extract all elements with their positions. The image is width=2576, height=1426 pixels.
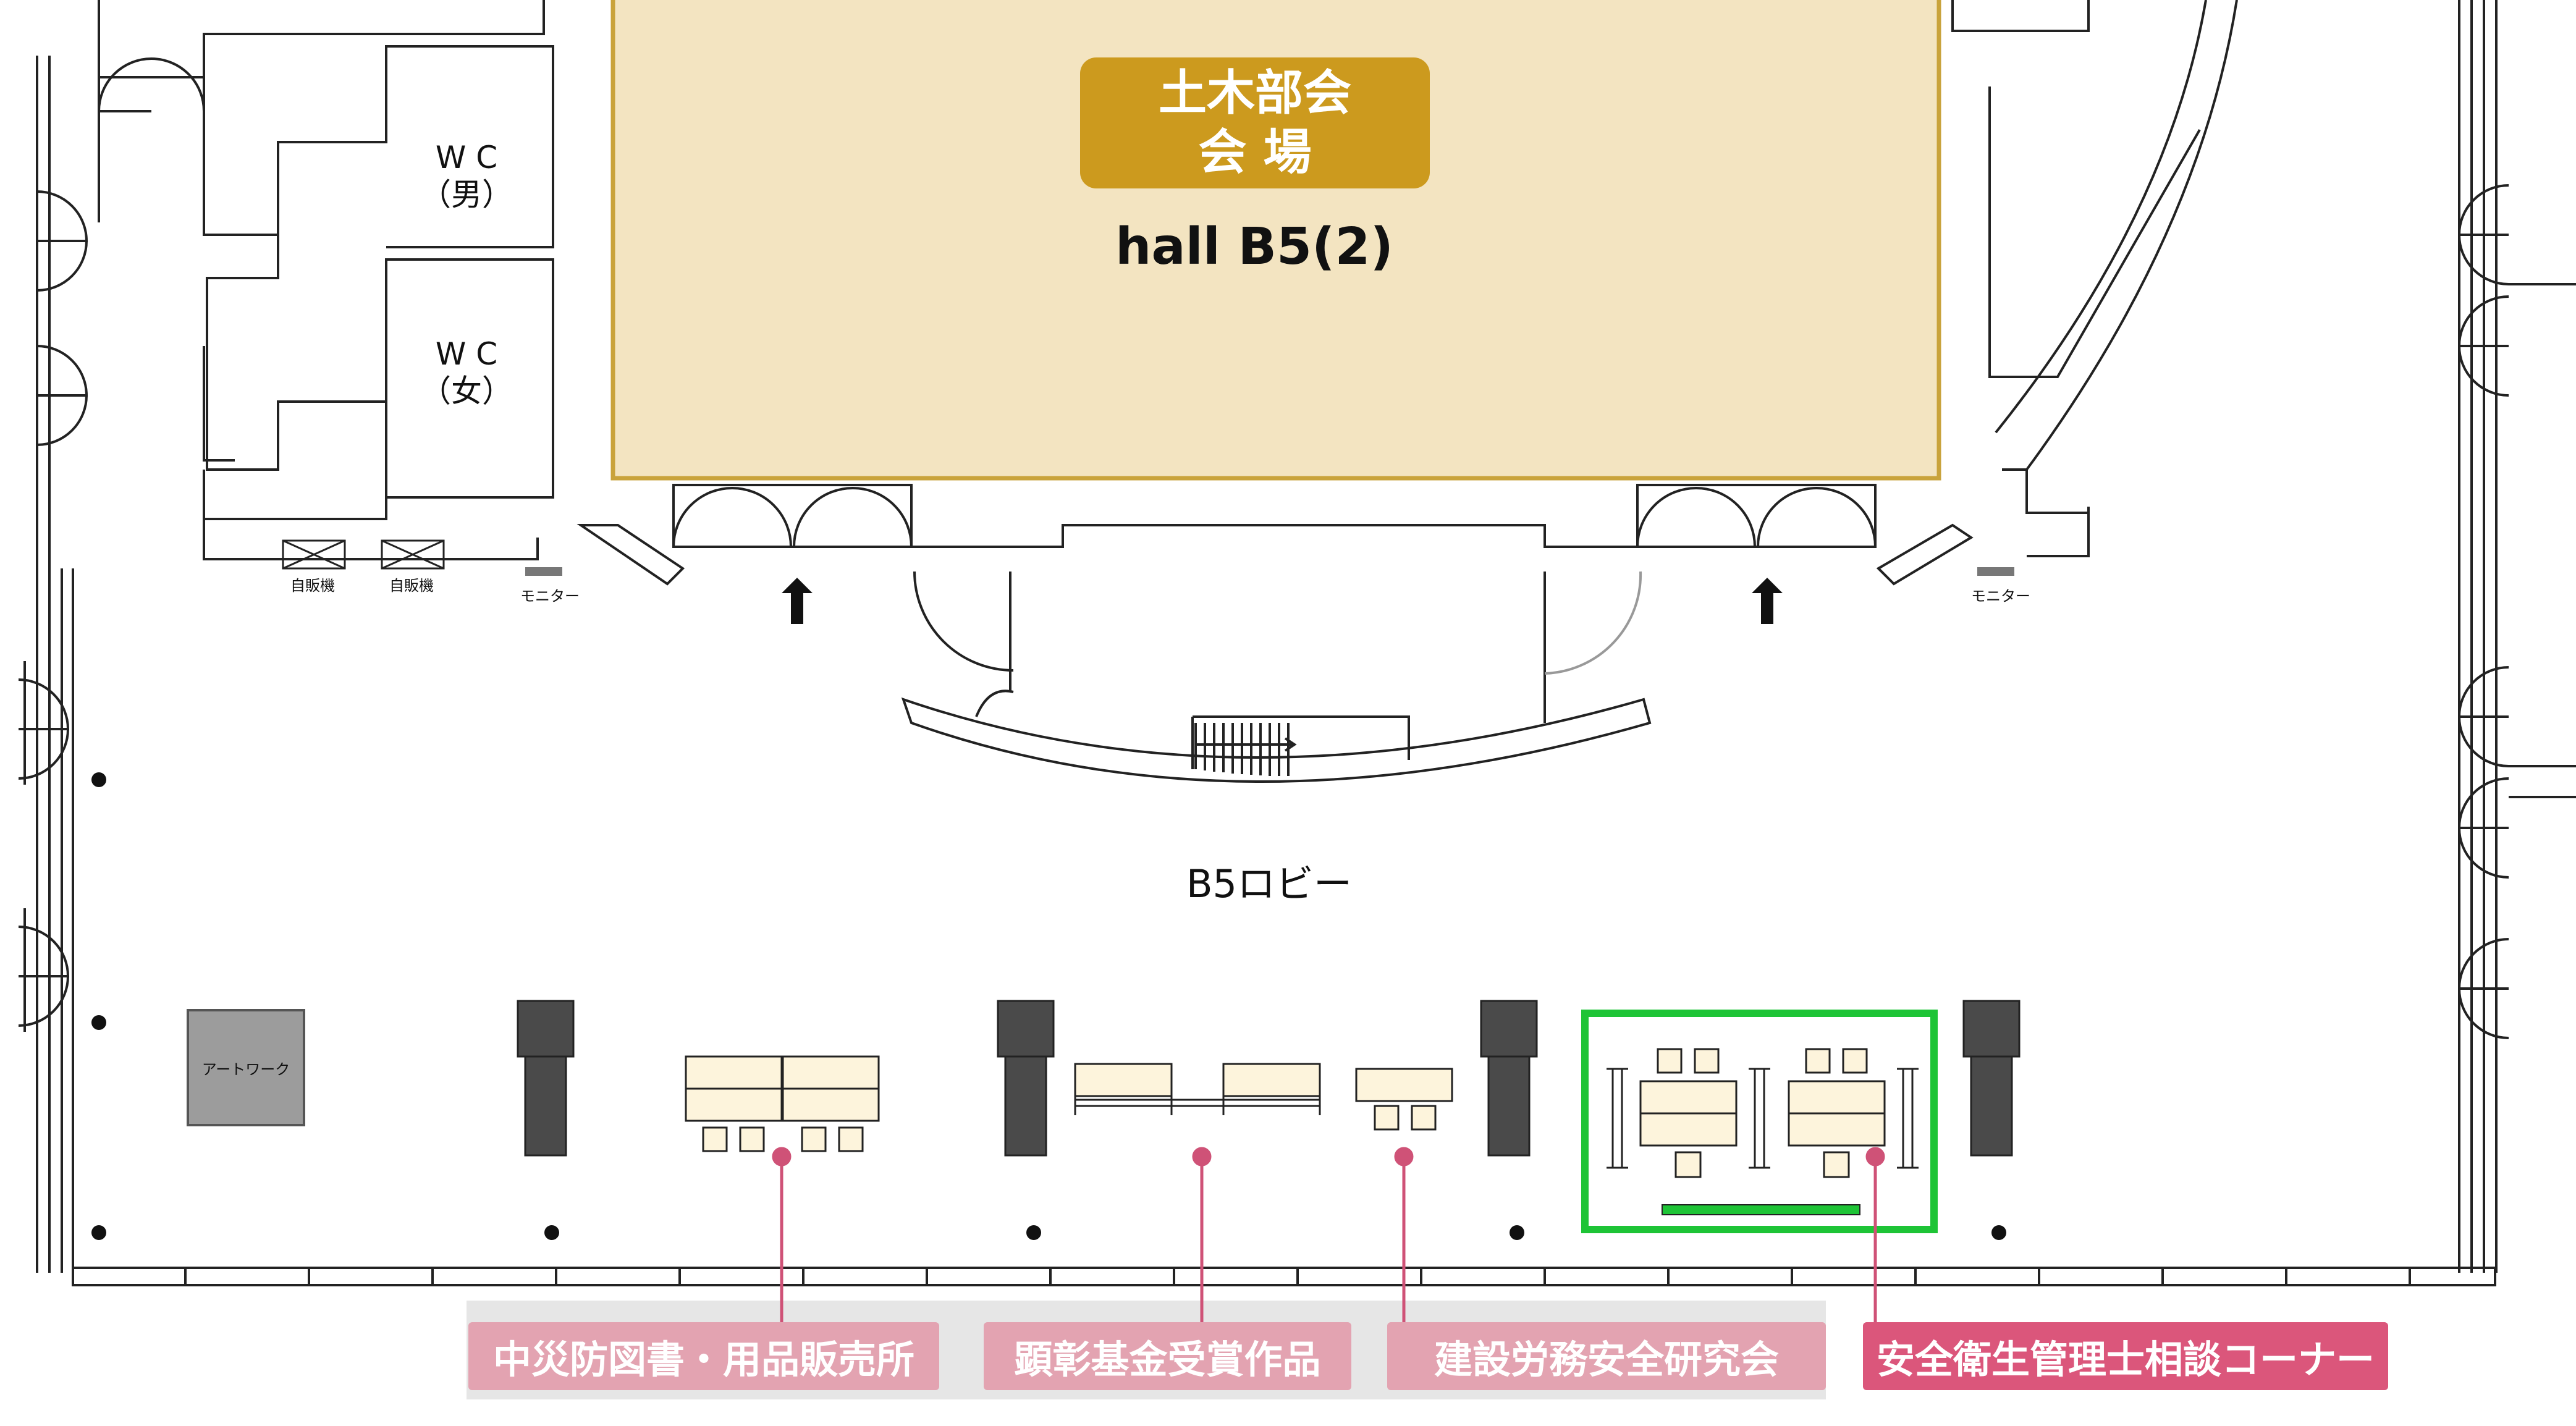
artwork[interactable]: アートワーク	[187, 1009, 305, 1126]
booth-4-furniture	[1607, 1048, 1919, 1178]
hall-badge: 土木部会 会 場	[1080, 57, 1430, 188]
hall-badge-line1: 土木部会	[1158, 65, 1351, 121]
wc-men-line2: （男）	[420, 177, 513, 213]
right-structure	[1951, 0, 2238, 557]
column-dots	[91, 772, 2006, 1240]
leader-lines	[772, 1147, 1885, 1322]
wc-women-label[interactable]: W C （女）	[389, 335, 544, 410]
monitor-label-right: モニター	[1971, 588, 2030, 605]
wc-women-line1: W C	[435, 336, 498, 372]
hall-name: hall B5(2)	[1115, 217, 1394, 276]
restroom-block	[98, 0, 554, 560]
booth-4-highlight-frame[interactable]	[1581, 1010, 1938, 1233]
artwork-label: アートワーク	[201, 1060, 290, 1078]
booth-4-bar	[1662, 1204, 1860, 1215]
booth-label-2[interactable]: 顕彰基金受賞作品	[984, 1322, 1351, 1390]
wc-men-line1: W C	[435, 140, 498, 175]
lobby-label: B5ロビー	[1186, 861, 1352, 906]
bottom-wall	[72, 1267, 2496, 1286]
entry-arrow-icon	[782, 578, 813, 624]
entry-arrow-icon	[1752, 578, 1783, 624]
monitor-right	[1977, 567, 2014, 576]
booth-label-1[interactable]: 中災防図書・用品販売所	[468, 1322, 939, 1390]
central-stair-core	[901, 571, 1652, 783]
left-wall	[18, 56, 88, 1273]
pillars	[517, 1000, 2021, 1157]
vending-machines	[282, 539, 445, 570]
vending-label-2: 自販機	[389, 577, 434, 594]
monitor-left	[525, 567, 562, 576]
monitor-label-left: モニター	[520, 588, 580, 605]
wc-men-label[interactable]: W C （男）	[389, 139, 544, 213]
right-wall	[2457, 0, 2576, 1273]
booth-1-furniture[interactable]	[685, 1055, 880, 1152]
booth-label-4[interactable]: 安全衛生管理士相談コーナー	[1863, 1322, 2388, 1390]
booth-label-3[interactable]: 建設労務安全研究会	[1387, 1322, 1826, 1390]
wc-women-line2: （女）	[420, 373, 513, 409]
hall-doors	[576, 484, 1974, 586]
booth-3-furniture[interactable]	[1355, 1068, 1453, 1131]
hall-badge-line2: 会 場	[1198, 125, 1312, 180]
booth-2-furniture[interactable]	[1074, 1063, 1321, 1115]
vending-label-1: 自販機	[290, 577, 335, 594]
